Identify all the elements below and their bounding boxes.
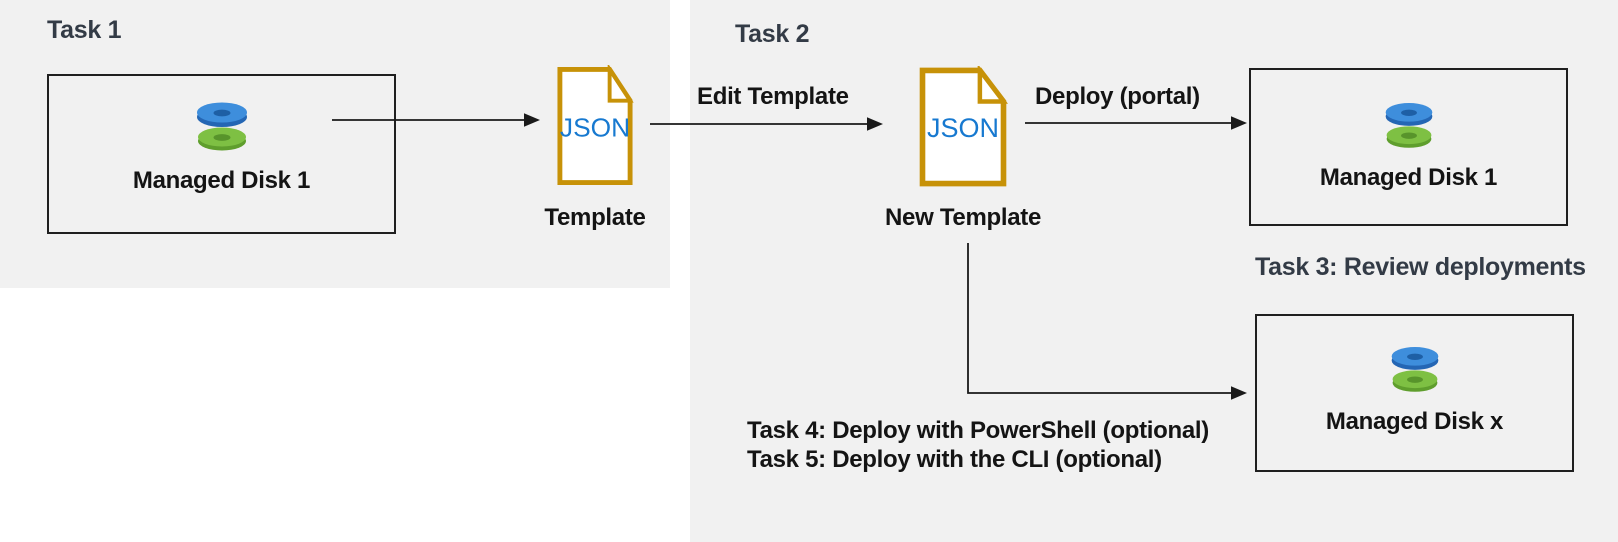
managed-disk-1-deployed-box: Managed Disk 1 [1249,68,1568,226]
edit-template-label: Edit Template [697,83,849,110]
managed-disk-icon [1385,103,1432,148]
task3-heading: Task 3: Review deployments [1255,253,1586,281]
json-file-type-text: JSON [560,113,630,143]
managed-disk-x-box: Managed Disk x [1255,314,1574,472]
managed-disk-x-label: Managed Disk x [1325,408,1504,435]
template-label: Template [544,204,646,231]
json-template-file-icon: JSON [557,65,634,185]
json-file-type-text: JSON [927,113,999,143]
task1-heading: Task 1 [47,16,122,44]
managed-disk-icon [196,102,247,151]
task2-heading: Task 2 [735,20,810,48]
task5-heading: Task 5: Deploy with the CLI (optional) [747,446,1162,473]
new-template-label: New Template [885,204,1041,231]
managed-disk-1-source-box: Managed Disk 1 [47,74,396,234]
managed-disk-1-deployed-label: Managed Disk 1 [1319,164,1498,191]
managed-disk-icon [1391,347,1438,392]
task4-heading: Task 4: Deploy with PowerShell (optional… [747,417,1209,444]
deploy-portal-label: Deploy (portal) [1035,83,1200,110]
managed-disk-1-source-label: Managed Disk 1 [132,167,311,194]
json-new-template-file-icon: JSON [919,66,1008,187]
task4-task5-headings: Task 4: Deploy with PowerShell (optional… [747,416,1209,474]
